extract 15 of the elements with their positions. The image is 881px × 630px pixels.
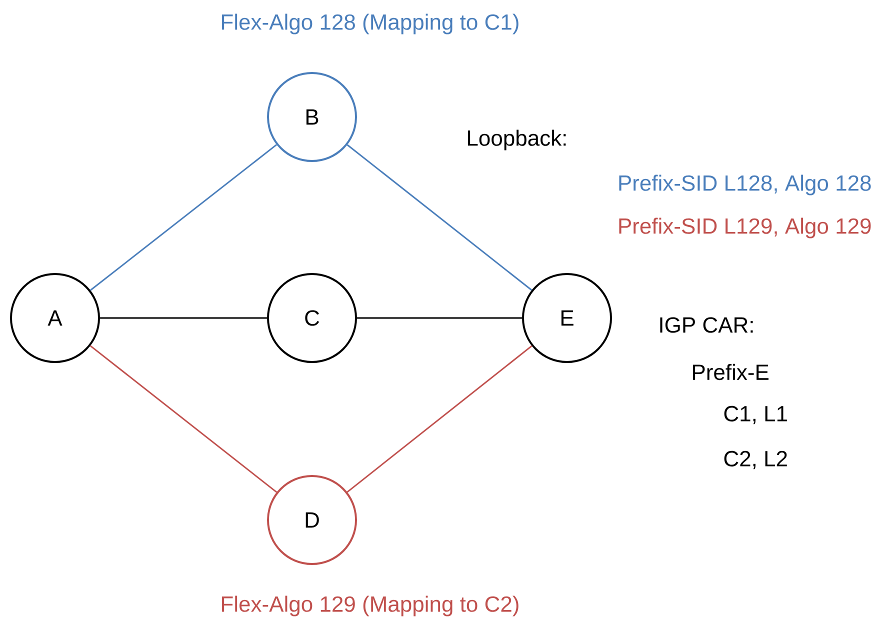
annotation-text: IGP CAR: (660, 317, 753, 333)
connector-line (357, 317, 522, 319)
annotation-text: Prefix-E (693, 364, 768, 380)
connector-line (346, 144, 532, 291)
annotation-text: Prefix-SID L128, Algo 128 (619, 174, 871, 196)
connector-line (346, 345, 532, 493)
annotation-text: C2, L2 (724, 450, 787, 470)
connector-line (90, 345, 278, 493)
connector-line (100, 317, 267, 319)
node-caption: Flex-Algo 129 (Mapping to C2) (222, 596, 518, 616)
node-caption: Flex-Algo 128 (Mapping to C1) (222, 14, 518, 34)
annotation-text: Prefix-SID L129, Algo 129 (619, 218, 871, 238)
connector-line (90, 144, 278, 291)
annotation-text: C1, L1 (724, 406, 787, 424)
annotation-text: Loopback: (468, 130, 566, 150)
